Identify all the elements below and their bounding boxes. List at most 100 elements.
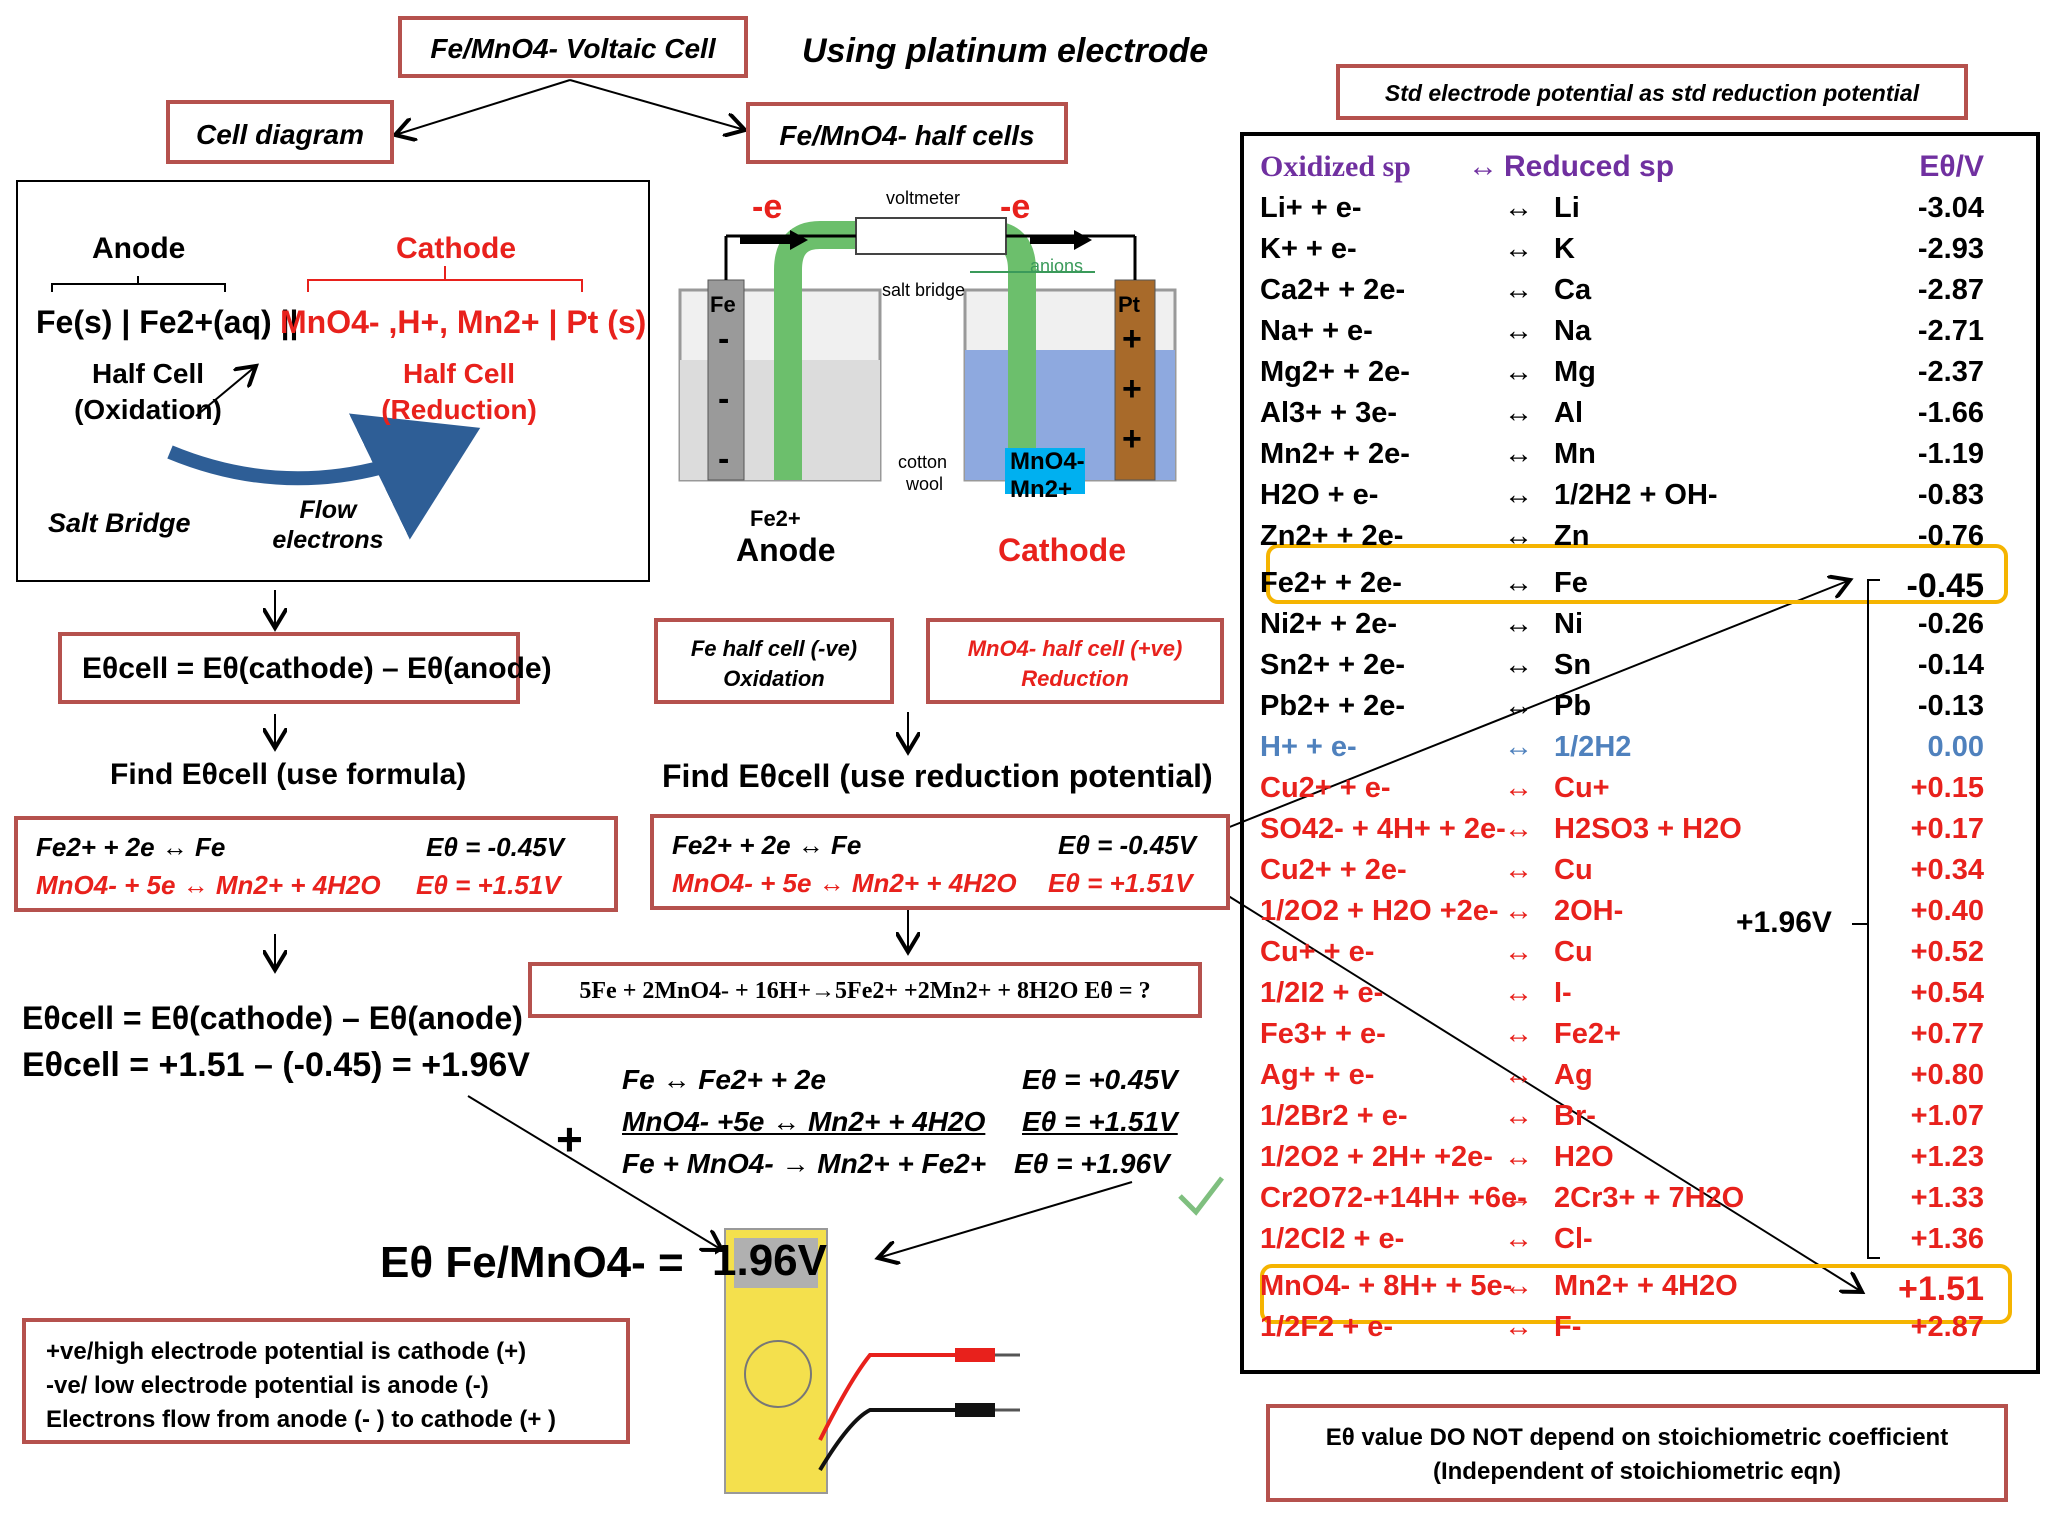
table-cell-red: Zn xyxy=(1554,520,1590,552)
table-cell-red: Cl- xyxy=(1554,1223,1593,1255)
table-cell-ev: +0.34 xyxy=(1910,854,1984,886)
table-cell-red: Fe2+ xyxy=(1554,1018,1621,1050)
table-arrow: ↔ xyxy=(1504,854,1533,886)
table-cell-ev: -0.26 xyxy=(1917,608,1984,640)
table-row: ↔SO42- + 4H+ + 2e-H2SO3 + H2O+0.17 xyxy=(1244,813,2024,854)
table-cell-ev: -0.83 xyxy=(1917,479,1984,511)
find-reduction-label: Find Eθcell (use reduction potential) xyxy=(662,758,1213,794)
table-cell-ox: Ni2+ + 2e- xyxy=(1260,608,1398,640)
table-cell-ox: 1/2F2 + e- xyxy=(1260,1311,1393,1343)
table-cell-ox: 1/2Cl2 + e- xyxy=(1260,1223,1405,1255)
table-cell-ox: H+ + e- xyxy=(1260,731,1357,763)
table-arrow: ↔ xyxy=(1504,1059,1533,1091)
table-cell-red: Br- xyxy=(1554,1100,1596,1132)
table-arrow: ↔ xyxy=(1504,315,1533,347)
arrow-to-mno4-potential xyxy=(1221,891,1862,1292)
table-cell-red: 2OH- xyxy=(1554,895,1624,927)
multimeter-screen xyxy=(734,1238,818,1288)
svg-text:+: + xyxy=(1122,320,1142,358)
table-row: ↔K+ + e-K-2.93 xyxy=(1244,233,2024,274)
bracket-value: +1.96V xyxy=(1736,906,1832,939)
table-cell-ev: +0.40 xyxy=(1910,895,1984,927)
multimeter xyxy=(724,1228,828,1494)
arrow-to-cell-diagram xyxy=(395,79,571,135)
table-cell-ox: 1/2O2 + H2O +2e- xyxy=(1260,895,1499,927)
table-cell-ox: Ag+ + e- xyxy=(1260,1059,1375,1091)
table-cell-ox: Cu+ + e- xyxy=(1260,936,1375,968)
table-row: ↔Fe2+ + 2e-Fe-0.45 xyxy=(1244,567,2024,608)
cathode-label: Cathode xyxy=(396,232,516,265)
table-cell-red: H2O xyxy=(1554,1141,1614,1173)
table-cell-ox: Mg2+ + 2e- xyxy=(1260,356,1410,388)
table-cell-ox: Mn2+ + 2e- xyxy=(1260,438,1410,470)
table-cell-red: H2SO3 + H2O xyxy=(1554,813,1742,845)
table-row: ↔1/2Br2 + e-Br-+1.07 xyxy=(1244,1100,2024,1141)
table-cell-ev: +1.51 xyxy=(1897,1270,1984,1308)
table-cell-ox: Fe3+ + e- xyxy=(1260,1018,1386,1050)
reduction-potential-table: Oxidized sp ↔ Reduced sp Eθ/V ↔Li+ + e-L… xyxy=(1240,132,2040,1374)
salt-bridge-label: Salt Bridge xyxy=(48,508,191,538)
arrow-to-half-cells xyxy=(569,79,745,130)
table-arrow: ↔ xyxy=(1504,813,1533,845)
table-cell-ev: +1.33 xyxy=(1910,1182,1984,1214)
table-row: ↔Mn2+ + 2e-Mn-1.19 xyxy=(1244,438,2024,479)
table-cell-red: K xyxy=(1554,233,1575,265)
table-arrow: ↔ xyxy=(1504,1141,1533,1173)
table-arrow: ↔ xyxy=(1504,520,1533,552)
table-arrow: ↔ xyxy=(1504,1223,1533,1255)
table-cell-ox: Li+ + e- xyxy=(1260,192,1362,224)
calc-line-1: Eθcell = Eθ(cathode) – Eθ(anode) xyxy=(22,1000,523,1036)
table-cell-ev: +0.17 xyxy=(1910,813,1984,845)
table-cell-red: Ni xyxy=(1554,608,1583,640)
table-cell-ox: Al3+ + 3e- xyxy=(1260,397,1398,429)
table-row: ↔Al3+ + 3e-Al-1.66 xyxy=(1244,397,2024,438)
notation-cathode: MnO4- ,H+, Mn2+ | Pt (s) xyxy=(280,304,647,340)
table-cell-ev: -2.71 xyxy=(1917,315,1984,347)
fe-half-cell-box: Fe half cell (-ve) Oxidation xyxy=(654,618,894,704)
table-cell-ev: +0.77 xyxy=(1910,1018,1984,1050)
table-row: ↔Sn2+ + 2e-Sn-0.14 xyxy=(1244,649,2024,690)
table-row: ↔Pb2+ + 2e-Pb-0.13 xyxy=(1244,690,2024,731)
std-potential-box: Std electrode potential as std reduction… xyxy=(1336,64,1968,120)
table-cell-red: Ca xyxy=(1554,274,1592,306)
table-arrow: ↔ xyxy=(1504,479,1533,511)
table-arrow: ↔ xyxy=(1504,690,1533,722)
beakers-graphic: - - - + + + xyxy=(678,217,1177,494)
table-cell-red: Ag xyxy=(1554,1059,1593,1091)
table-row: ↔Cr2O72-+14H+ +6e-2Cr3+ + 7H2O+1.33 xyxy=(1244,1182,2024,1223)
table-row: ↔ Fe3+ + e- Fe2+ +0.77 xyxy=(1244,1018,2024,1059)
table-row: ↔MnO4- + 8H+ + 5e-Mn2+ + 4H2O+1.51 xyxy=(1244,1270,2024,1311)
table-cell-ev: -0.76 xyxy=(1917,520,1984,552)
table-cell-red: 2Cr3+ + 7H2O xyxy=(1554,1182,1745,1214)
table-arrow: ↔ xyxy=(1504,397,1533,429)
table-cell-ox: Ca2+ + 2e- xyxy=(1260,274,1406,306)
table-arrow: ↔ xyxy=(1504,1182,1533,1214)
table-cell-red: Al xyxy=(1554,397,1583,429)
svg-text:+: + xyxy=(1122,370,1142,408)
table-row: ↔H2O + e-1/2H2 + OH--0.83 xyxy=(1244,479,2024,520)
table-arrow: ↔ xyxy=(1504,233,1533,265)
check-icon xyxy=(1178,1176,1224,1216)
table-arrow: ↔ xyxy=(1504,1270,1533,1302)
plus-sign: + xyxy=(556,1113,583,1165)
svg-text:-: - xyxy=(718,440,729,478)
highlight-mno4-row xyxy=(1260,1264,2012,1324)
table-arrow: ↔ xyxy=(1504,1311,1533,1343)
table-cell-ev: +1.23 xyxy=(1910,1141,1984,1173)
table-cell-ev: -0.14 xyxy=(1917,649,1984,681)
table-arrow: ↔ xyxy=(1504,1018,1533,1050)
title-box: Fe/MnO4- Voltaic Cell xyxy=(398,16,748,78)
table-cell-ev: 0.00 xyxy=(1927,731,1984,763)
table-cell-ev: -1.19 xyxy=(1917,438,1984,470)
overall-equation-box: 5Fe + 2MnO4- + 16H+→5Fe2+ +2Mn2+ + 8H2O … xyxy=(528,962,1202,1018)
arrow-to-fe-potential xyxy=(1221,580,1850,831)
notation-anode: Fe(s) | Fe2+(aq) || xyxy=(36,304,299,340)
table-cell-ox: MnO4- + 8H+ + 5e- xyxy=(1260,1270,1513,1302)
table-cell-ox: Cu2+ + 2e- xyxy=(1260,854,1407,886)
table-header: Oxidized sp ↔ Reduced sp Eθ/V xyxy=(1260,150,1984,183)
table-row: ↔1/2Cl2 + e-Cl-+1.36 xyxy=(1244,1223,2024,1264)
apparatus-anode-label: Anode xyxy=(736,532,836,568)
table-arrow: ↔ xyxy=(1504,274,1533,306)
